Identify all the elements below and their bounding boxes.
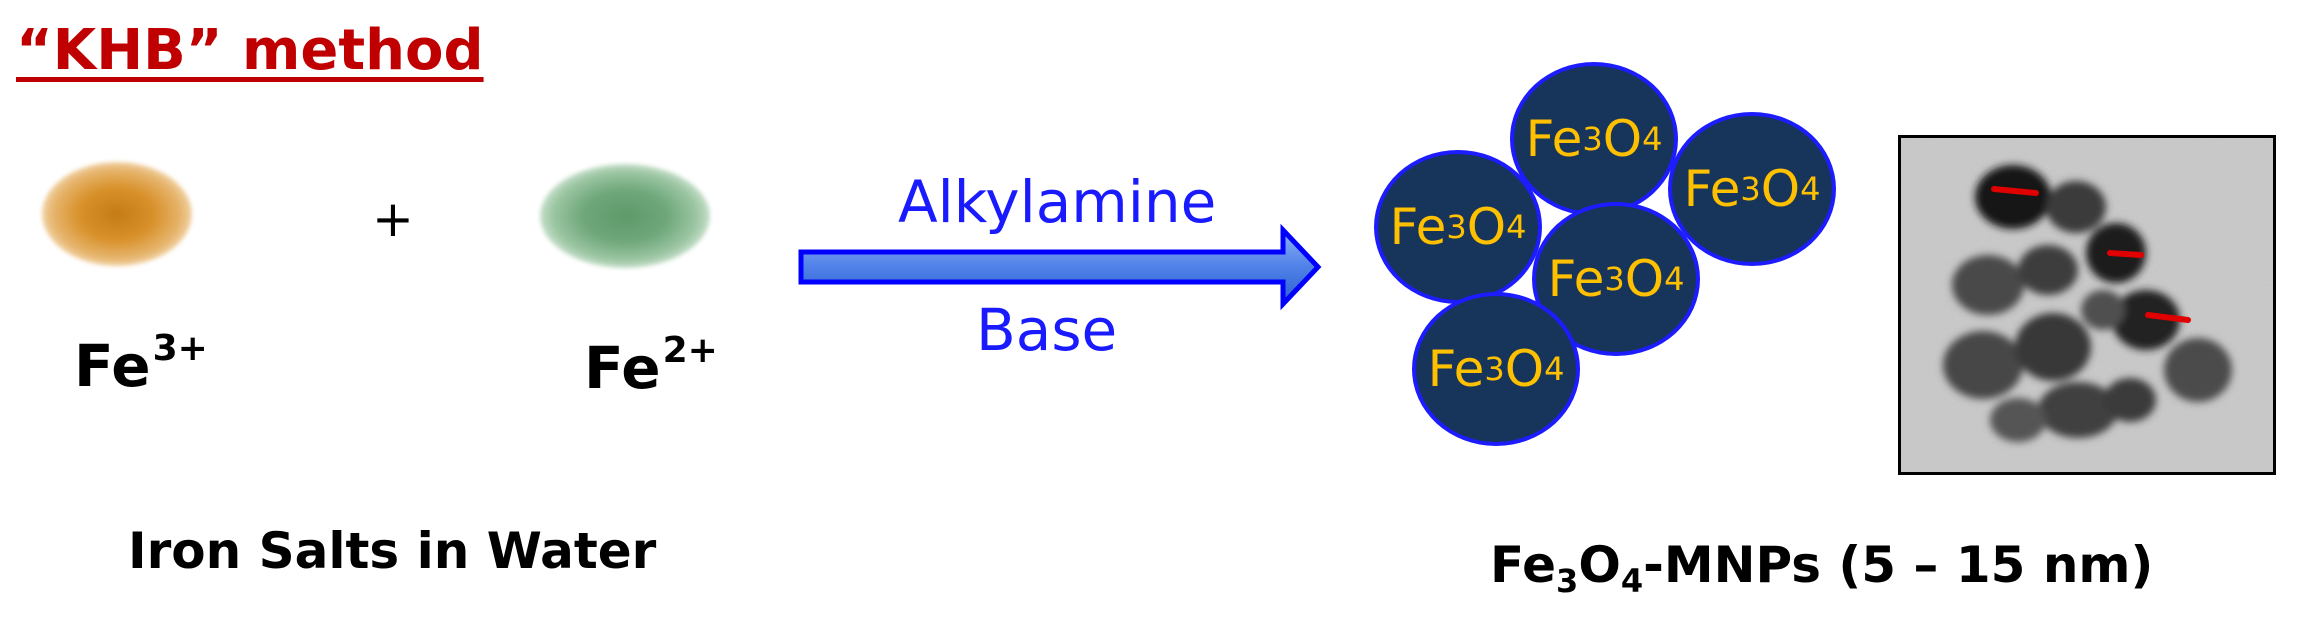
fe3-label: Fe3+ — [74, 328, 208, 400]
fe2-label: Fe2+ — [584, 330, 718, 402]
reaction-arrow — [798, 224, 1322, 310]
fe2-salt-image — [540, 164, 710, 268]
plus-sign: + — [372, 190, 414, 248]
reactants-caption: Iron Salts in Water — [128, 522, 657, 580]
tem-micrograph — [1898, 135, 2276, 475]
method-title: “KHB” method — [16, 18, 484, 83]
reagent-base: Base — [976, 296, 1118, 364]
fe3-salt-image — [42, 162, 192, 266]
reagent-alkylamine: Alkylamine — [898, 168, 1217, 236]
product-caption: Fe3O4-MNPs (5 – 15 nm) — [1490, 536, 2154, 600]
